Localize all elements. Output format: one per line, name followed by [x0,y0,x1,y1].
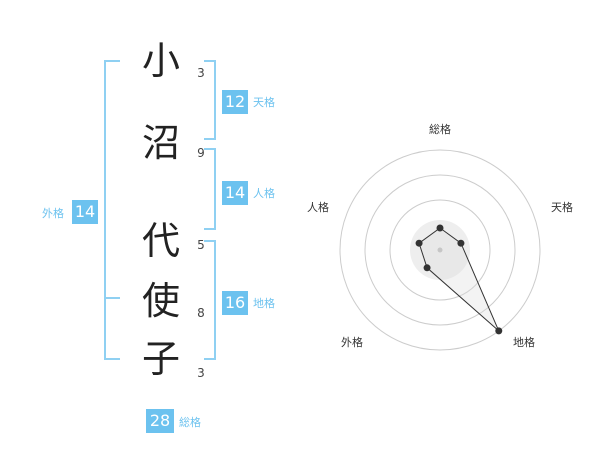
radar-point-3 [495,327,503,335]
stroke-count-1: 3 [197,66,205,80]
tenkaku-label: 天格 [253,96,275,109]
radar-point-1 [436,224,444,232]
radar-ring [364,174,516,326]
soukaku-value: 28 [146,409,174,433]
tenkaku-value: 12 [222,90,248,114]
radar-center-dot [437,247,443,253]
name-char-5: 子 [141,337,180,381]
radar-point-4 [423,264,431,272]
jinkaku-value: 14 [222,181,248,205]
stroke-count-3: 5 [197,238,205,252]
jinkaku-label: 人格 [253,187,275,200]
stroke-count-2: 9 [197,146,205,160]
stroke-count-4: 8 [197,306,205,320]
radar-label-chikaku: 地格 [513,336,535,349]
radar-ring [389,199,491,301]
chikaku-bracket [204,240,216,360]
radar-label-jinkaku: 人格 [307,201,329,214]
tenkaku-bracket [204,60,216,140]
name-char-2: 沼 [141,121,180,165]
gaikaku-bracket [104,60,120,360]
radar-ring [339,149,541,351]
radar-point-5 [415,239,423,247]
radar-polygon [418,227,500,332]
name-char-4: 使 [141,279,180,323]
gaikaku-label: 外格 [42,207,64,220]
radar-label-gaikaku: 外格 [341,336,363,349]
gaikaku-bracket-mid [104,297,120,299]
name-char-1: 小 [141,39,180,83]
chikaku-value: 16 [222,291,248,315]
name-char-3: 代 [141,219,180,263]
stroke-count-5: 3 [197,366,205,380]
radar-point-2 [457,239,465,247]
chikaku-label: 地格 [253,297,275,310]
radar-label-soukaku: 総格 [429,123,451,136]
gaikaku-value: 14 [72,200,98,224]
jinkaku-bracket [204,148,216,230]
radar-label-tenkaku: 天格 [551,201,573,214]
radar-chart [339,149,541,351]
soukaku-label: 総格 [179,416,201,429]
